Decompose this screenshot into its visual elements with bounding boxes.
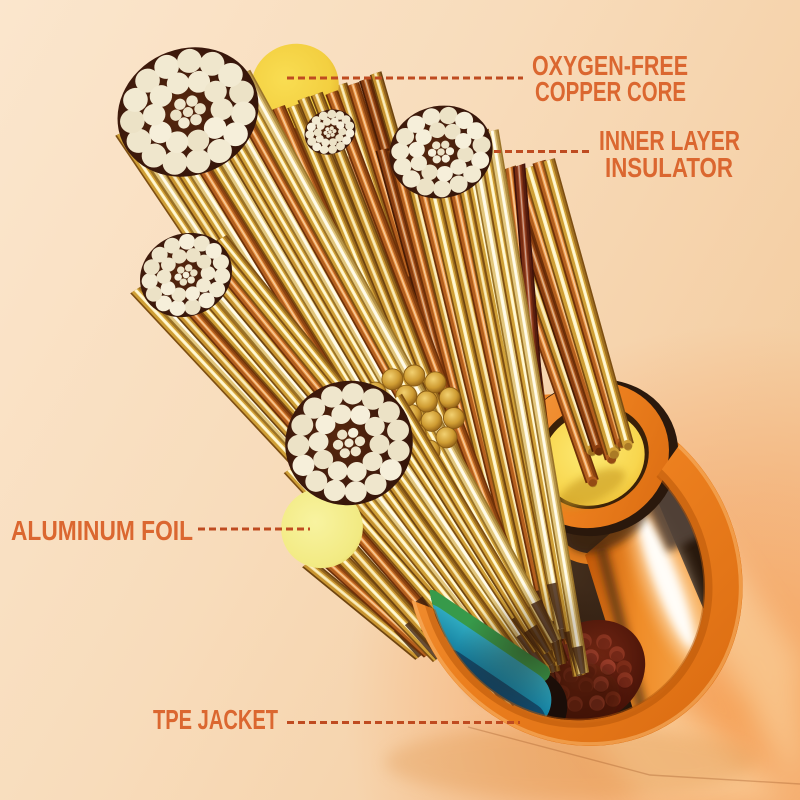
svg-text:ALUMINUM FOIL: ALUMINUM FOIL <box>11 515 193 546</box>
svg-text:INSULATOR: INSULATOR <box>605 152 733 183</box>
svg-text:INNER LAYER: INNER LAYER <box>599 125 740 156</box>
svg-text:TPE JACKET: TPE JACKET <box>153 704 278 735</box>
svg-text:COPPER CORE: COPPER CORE <box>535 76 686 107</box>
svg-text:OXYGEN-FREE: OXYGEN-FREE <box>532 50 688 81</box>
